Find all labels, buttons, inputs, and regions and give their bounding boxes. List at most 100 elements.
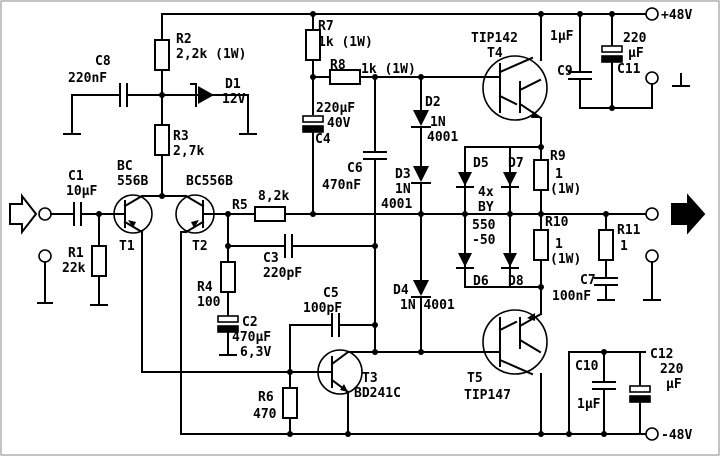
c10-ref: C10 [575,359,599,374]
capacitor-c12 [629,385,651,403]
resistor-r3 [154,124,170,156]
c7-value: 100nF [552,289,591,304]
output-ground-terminal[interactable] [645,249,659,263]
c5-ref: C5 [323,286,339,301]
input-terminal[interactable] [38,207,52,221]
c4-value: 220µF [316,101,355,116]
zener-diode-d1 [190,83,214,107]
r1-ref: R1 [68,246,84,261]
diode-bridge-line3: 550 [472,218,496,233]
positive-terminal[interactable] [645,7,659,21]
d2-value: 1N [430,115,446,130]
d1-value: 12V [222,92,246,107]
d7-ref: D7 [508,156,524,171]
t3-type: BD241C [354,386,401,401]
negative-rail [180,427,659,441]
diode-bridge-line1: 4x [478,185,494,200]
c4-ref: C4 [315,132,331,147]
diode-d8 [501,253,519,269]
d3-value2: 4001 [381,197,412,212]
d1-ref: D1 [225,77,241,92]
r9-ref: R9 [550,149,566,164]
r6-value: 470 [253,407,277,422]
t5-ref: T5 [467,371,483,386]
resistor-r2 [154,39,170,71]
r6-ref: R6 [258,390,274,405]
c11-value2: µF [628,46,644,61]
resistor-r1 [91,245,107,277]
transistor-t2 [175,194,216,234]
c5-value: 100pF [303,301,342,316]
t2-type: BC556B [186,174,233,189]
d4-ref: D4 [393,283,409,298]
capacitor-c4 [302,115,324,133]
r7-ref: R7 [318,19,334,34]
t3-ref: T3 [362,371,378,386]
r11-value: 1 [620,239,628,254]
r7-value: 1k (1W) [318,35,373,50]
positive-rail [161,7,659,21]
diode-d3 [411,166,431,184]
c4-value2: 40V [327,116,351,131]
positive-rail-label: +48V [661,8,692,23]
capacitor-c11 [601,45,623,63]
c1-value: 10µF [66,184,97,199]
c12-ref: C12 [650,347,673,362]
c9-ref: C9 [557,64,573,79]
diode-bridge-line2: BY [478,200,494,215]
r8-value: 1k (1W) [361,62,416,77]
t5-type: TIP147 [464,388,511,403]
c10-value: 1µF [577,397,601,412]
diode-d5 [456,172,474,188]
c3-ref: C3 [263,251,279,266]
resistor-r10 [533,229,549,261]
input-ground-terminal[interactable] [38,249,52,263]
ground-terminal[interactable] [645,71,659,85]
c8-ref: C8 [95,54,111,69]
c7-ref: C7 [580,273,596,288]
diode-d4 [411,280,431,298]
d2-value2: 4001 [427,130,458,145]
r5-ref: R5 [232,198,248,213]
c9-value: 1µF [550,29,574,44]
resistor-r9 [533,159,549,191]
c11-value: 220 [623,31,647,46]
r9-value2: (1W) [550,182,581,197]
negative-terminal[interactable] [645,427,659,441]
r8-ref: R8 [330,58,346,73]
c6-value: 470nF [322,178,361,193]
c1-ref: C1 [68,169,84,184]
c3-value: 220pF [263,266,302,281]
c12-value2: µF [666,377,682,392]
d5-ref: D5 [473,156,489,171]
r3-ref: R3 [173,129,189,144]
t4-ref: T4 [487,46,503,61]
transistor-t4 [480,55,548,121]
input-arrow-icon [9,193,38,235]
negative-rail-label: -48V [661,428,692,443]
d8-ref: D8 [508,274,524,289]
c8-value: 220nF [68,71,107,86]
output-arrow-icon [671,193,706,235]
r11-ref: R11 [617,223,641,238]
diode-bridge-line4: -50 [472,233,496,248]
transistor-t3 [289,349,363,395]
d2-ref: D2 [425,95,441,110]
transistor-t5 [480,309,548,376]
c6-ref: C6 [347,161,363,176]
r1-value: 22k [62,261,86,276]
t4-type: TIP142 [471,31,518,46]
d3-value: 1N [395,182,411,197]
output-terminal[interactable] [645,207,659,221]
t1-ref: T1 [119,239,135,254]
t1-type2: 556B [117,174,148,189]
r10-value2: (1W) [550,252,581,267]
resistor-r5 [254,206,286,222]
junction-dots [96,11,615,437]
r4-value: 100 [197,295,221,310]
transistor-t1 [112,194,153,234]
resistor-r11 [598,229,614,261]
r9-value: 1 [555,167,563,182]
